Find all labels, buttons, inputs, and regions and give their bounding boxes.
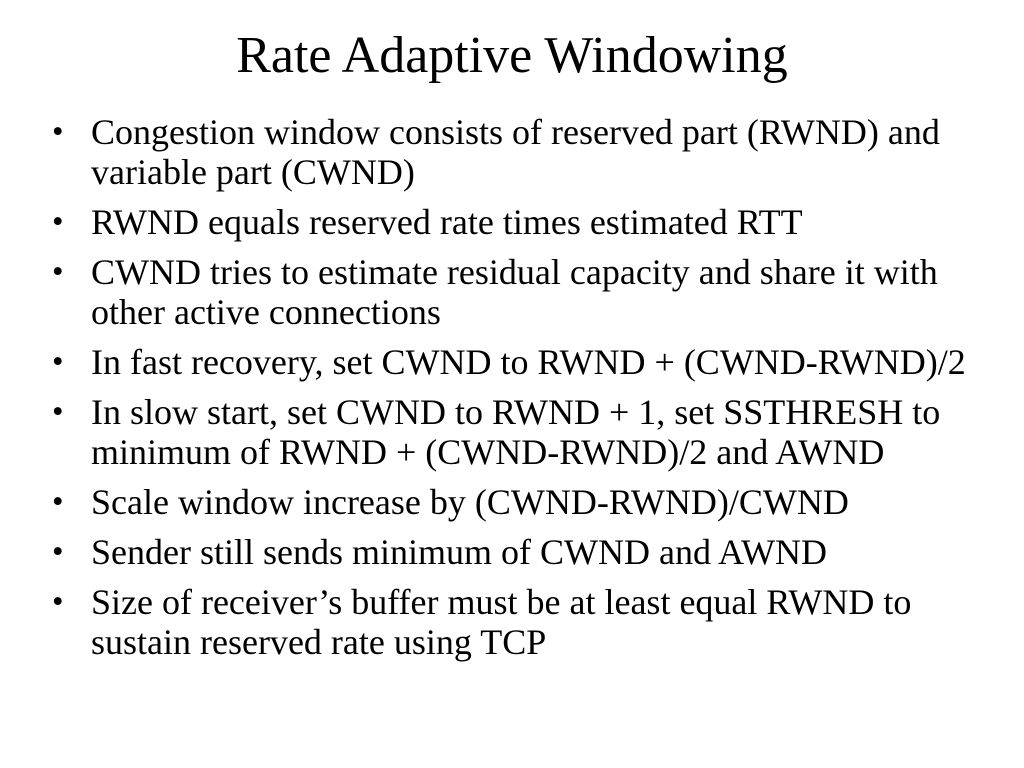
bullet-text: In fast recovery, set CWND to RWND + (CW…: [91, 342, 966, 382]
bullet-icon: •: [52, 484, 64, 520]
bullet-item-7: • Sender still sends minimum of CWND and…: [0, 532, 990, 572]
bullet-item-1: • Congestion window consists of reserved…: [0, 112, 990, 192]
bullet-item-4: • In fast recovery, set CWND to RWND + (…: [0, 342, 990, 382]
bullet-text: RWND equals reserved rate times estimate…: [91, 202, 803, 242]
bullet-item-3: • CWND tries to estimate residual capaci…: [0, 252, 990, 332]
bullet-icon: •: [52, 584, 64, 620]
bullet-text: Sender still sends minimum of CWND and A…: [91, 532, 828, 572]
bullet-item-6: • Scale window increase by (CWND-RWND)/C…: [0, 482, 990, 522]
bullet-icon: •: [52, 204, 64, 240]
bullet-text: Congestion window consists of reserved p…: [91, 112, 940, 192]
bullet-icon: •: [52, 114, 64, 150]
bullet-list: • Congestion window consists of reserved…: [0, 112, 990, 672]
bullet-text: CWND tries to estimate residual capacity…: [91, 252, 938, 332]
bullet-item-2: • RWND equals reserved rate times estima…: [0, 202, 990, 242]
slide-title: Rate Adaptive Windowing: [236, 27, 788, 84]
bullet-item-8: • Size of receiver’s buffer must be at l…: [0, 582, 990, 662]
bullet-icon: •: [52, 254, 64, 290]
bullet-text: Scale window increase by (CWND-RWND)/CWN…: [91, 482, 849, 522]
bullet-text: In slow start, set CWND to RWND + 1, set…: [91, 392, 941, 472]
bullet-icon: •: [52, 394, 64, 430]
bullet-item-5: • In slow start, set CWND to RWND + 1, s…: [0, 392, 990, 472]
bullet-text: Size of receiver’s buffer must be at lea…: [91, 582, 912, 662]
bullet-icon: •: [52, 534, 64, 570]
bullet-icon: •: [52, 344, 64, 380]
